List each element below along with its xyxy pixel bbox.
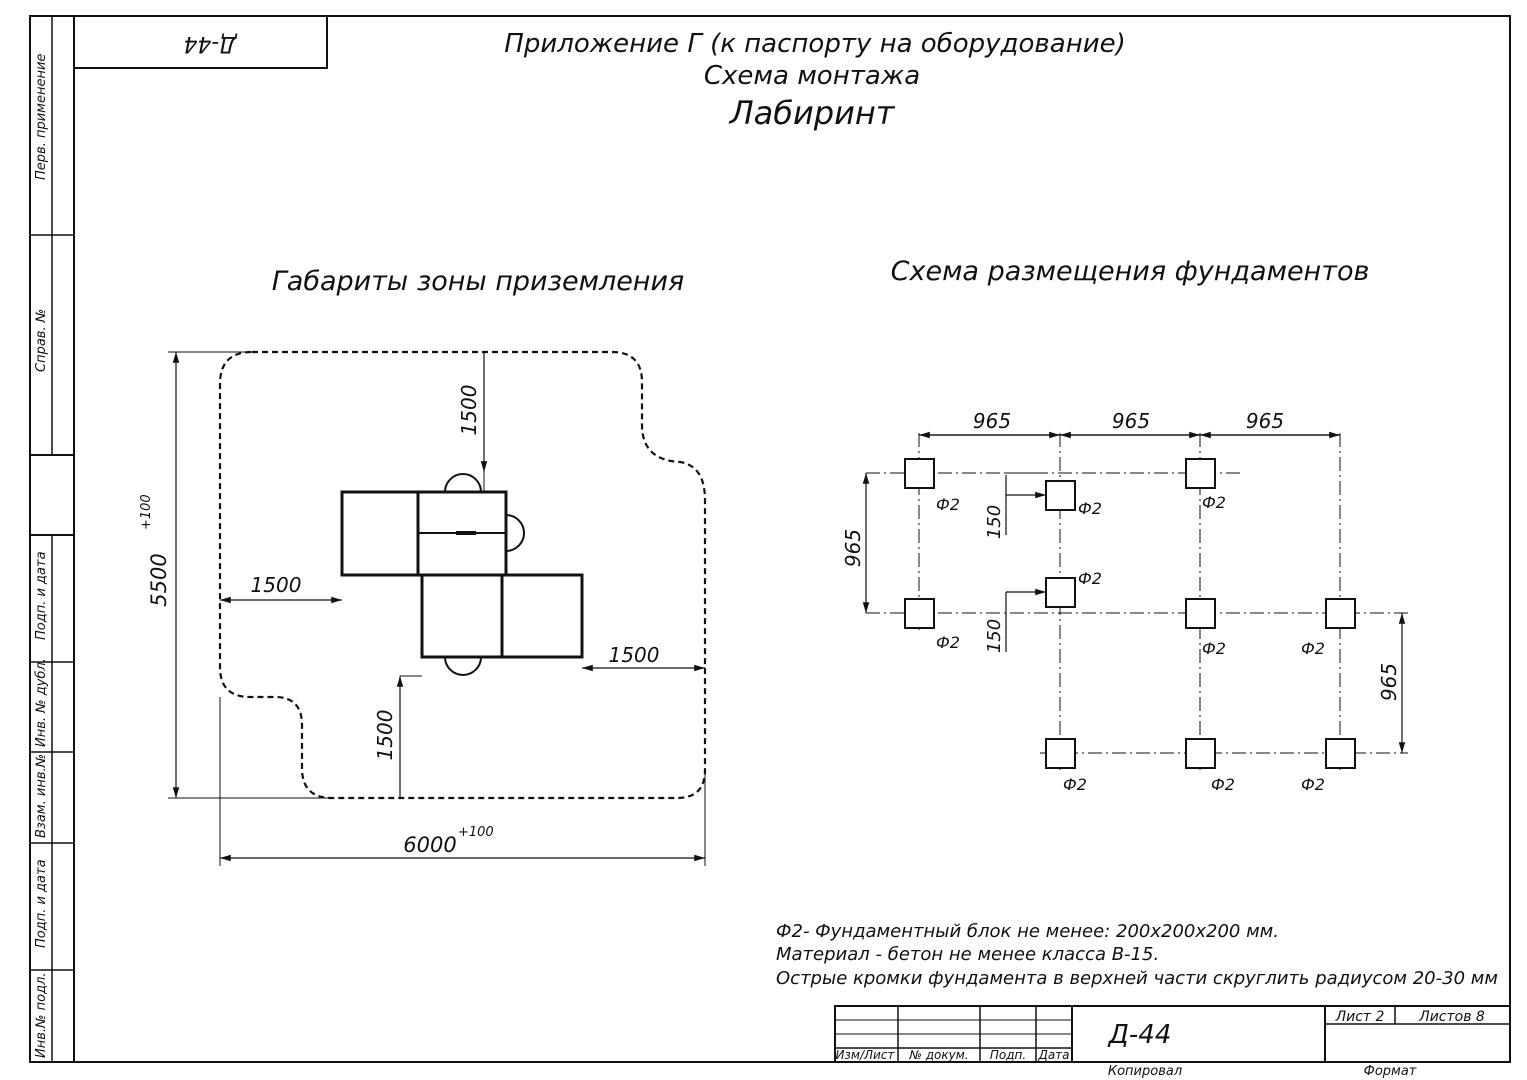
stamp-inv-no-dubl: Инв. № дубл. [34, 658, 49, 747]
dim-right-1500: 1500 [609, 643, 660, 667]
dim-height-tolerance: +100 [139, 494, 154, 530]
code-rotated: Д-44 [183, 31, 237, 56]
dim-height-5500: 5500 [147, 553, 171, 606]
dim-width-tolerance: +100 [458, 825, 494, 840]
tb-designation: Д-44 [1108, 1020, 1172, 1050]
tb-format: Формат [1364, 1064, 1417, 1079]
block-label-2: Ф2 [1202, 493, 1226, 512]
right-view-title: Схема размещения фундаментов [891, 256, 1370, 287]
tb-col-podp: Подп. [990, 1048, 1026, 1062]
block-label-9: Ф2 [1211, 775, 1235, 794]
block-label-5: Ф2 [936, 633, 960, 652]
right-dimensions [862, 431, 1406, 753]
block-label-6: Ф2 [1202, 639, 1226, 658]
stamp-podp-data-2: Подп. и дата [34, 859, 49, 948]
stamp-inv-no-podl: Инв.№ подл. [34, 972, 49, 1058]
note-line-2: Материал - бетон не менее класса В-15. [776, 944, 1159, 965]
stamp-perv-primenenie: Перв. применение [34, 54, 49, 180]
tb-sheets-label: Листов 8 [1418, 1009, 1485, 1025]
dim-h-965-2: 965 [1112, 409, 1150, 433]
block-label-8: Ф2 [1063, 775, 1087, 794]
title-block [834, 1005, 1511, 1063]
left-view-title: Габариты зоны приземления [272, 266, 685, 297]
code-box [74, 16, 328, 69]
dim-h-965-1: 965 [973, 409, 1011, 433]
tb-col-no-dokum: № докум. [908, 1048, 968, 1062]
tb-copied: Копировал [1108, 1064, 1182, 1079]
side-stamp: Перв. применение Справ. № Подп. и дата И… [29, 16, 74, 1062]
dim-offset-150-1: 150 [984, 505, 1005, 539]
dim-left-1500: 1500 [251, 573, 302, 597]
dim-v-965-left: 965 [841, 529, 865, 567]
title-line-3: Лабиринт [729, 94, 896, 132]
block-label-7: Ф2 [1301, 639, 1325, 658]
stamp-podp-data-1: Подп. и дата [34, 551, 49, 640]
note-line-1: Ф2- Фундаментный блок не менее: 200х200х… [776, 921, 1279, 942]
equipment-footprint [340, 473, 584, 676]
dim-v-965-right: 965 [1377, 663, 1401, 701]
block-label-3: Ф2 [1078, 499, 1102, 518]
dim-h-965-3: 965 [1246, 409, 1284, 433]
dim-bottom-1500: 1500 [373, 710, 397, 761]
title-line-2: Схема монтажа [704, 61, 920, 91]
left-dimensions [168, 351, 706, 866]
block-label-10: Ф2 [1301, 775, 1325, 794]
dim-offset-150-2: 150 [984, 619, 1005, 653]
block-label-4: Ф2 [1078, 569, 1102, 588]
block-label-1: Ф2 [936, 495, 960, 514]
tb-sheet-label: Лист 2 [1335, 1009, 1385, 1025]
dim-width-6000: 6000 [403, 833, 456, 857]
title-line-1: Приложение Г (к паспорту на оборудование… [504, 29, 1125, 59]
stamp-sprav-no: Справ. № [34, 309, 49, 372]
stamp-vzam-inv-no: Взам. инв.№ [34, 754, 49, 838]
tb-col-izm-list: Изм/Лист [836, 1048, 896, 1062]
tb-col-data: Дата [1037, 1048, 1069, 1062]
sheet-frame [29, 15, 1511, 1063]
landing-zone-outline [218, 350, 707, 800]
foundation-blocks [904, 458, 1356, 769]
note-line-3: Острые кромки фундамента в верхней части… [776, 968, 1498, 989]
dim-top-1500: 1500 [457, 385, 481, 436]
